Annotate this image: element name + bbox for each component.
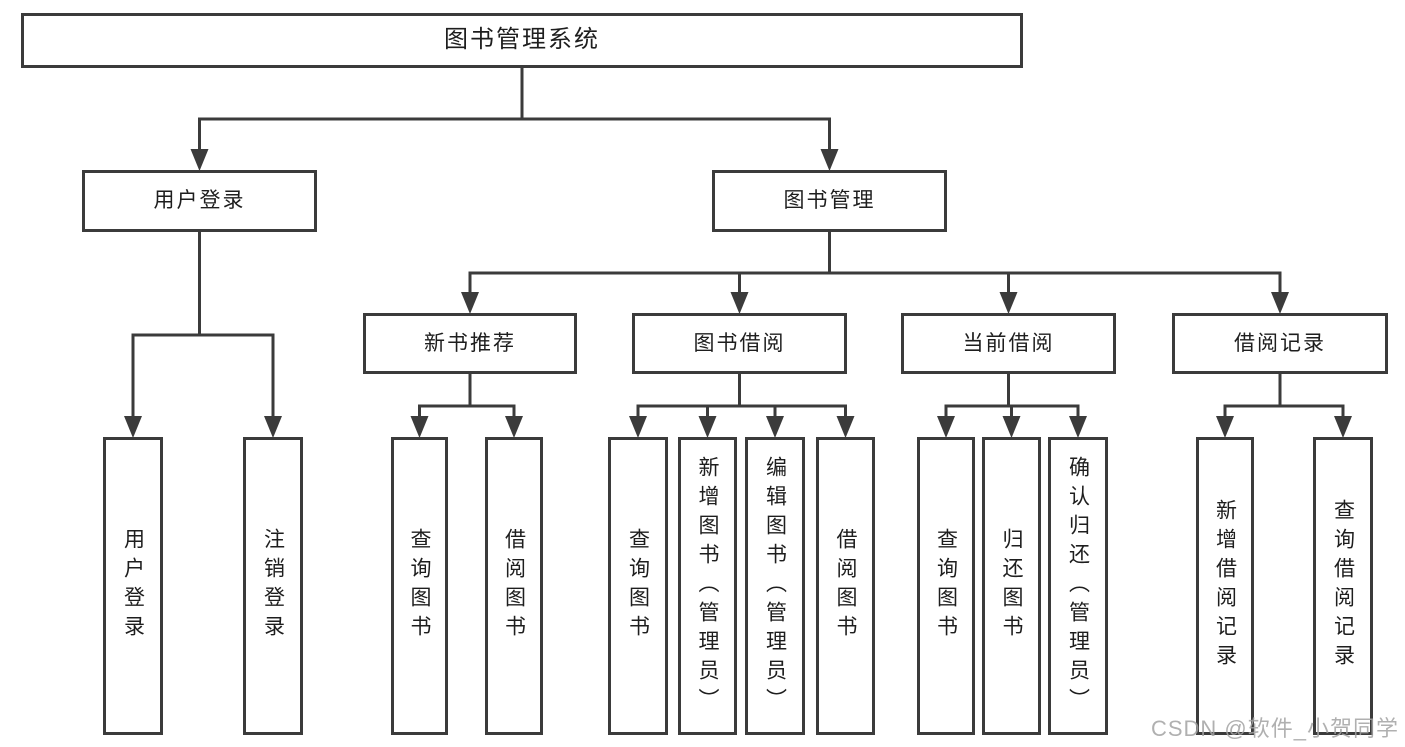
watermark: CSDN @软件_小贺同学: [1150, 716, 1399, 741]
node-label: 查询图书: [626, 528, 650, 644]
arrowhead-icon: [1216, 416, 1234, 438]
node-label: 查询图书: [934, 528, 958, 644]
arrowhead-icon: [264, 416, 282, 438]
node-label: 新增借阅记录: [1213, 499, 1237, 673]
edge-user-login: [124, 230, 282, 438]
arrowhead-icon: [766, 416, 784, 438]
node-leaf-br-add: 新增借阅记录: [1196, 437, 1254, 735]
arrowhead-icon: [1069, 416, 1087, 438]
node-leaf-br-query: 查询借阅记录: [1313, 437, 1373, 735]
node-leaf-logout: 注销登录: [243, 437, 303, 735]
node-label: 图书管理系统: [444, 26, 600, 54]
node-book-mgmt: 图书管理: [712, 170, 947, 232]
node-new-book: 新书推荐: [363, 313, 577, 374]
node-leaf-cb-return: 归还图书: [982, 437, 1041, 735]
arrowhead-icon: [836, 416, 855, 438]
arrowhead-icon: [190, 149, 209, 171]
node-current-borrow: 当前借阅: [901, 313, 1116, 374]
node-label: 确认归还（管理员）: [1066, 455, 1090, 717]
edge-book-borrow: [629, 372, 855, 438]
node-leaf-bb-edit: 编辑图书（管理员）: [745, 437, 805, 735]
node-leaf-nb-query: 查询图书: [391, 437, 448, 735]
edge-root: [190, 66, 839, 171]
node-user-login: 用户登录: [82, 170, 317, 232]
arrowhead-icon: [505, 416, 523, 438]
node-leaf-nb-borrow: 借阅图书: [485, 437, 543, 735]
arrowhead-icon: [820, 149, 839, 171]
node-leaf-bb-query: 查询图书: [608, 437, 668, 735]
node-label: 借阅图书: [834, 528, 857, 644]
node-label: 用户登录: [121, 528, 145, 644]
edge-book-mgmt: [461, 230, 1289, 314]
arrowhead-icon: [698, 416, 717, 438]
arrowhead-icon: [629, 416, 647, 438]
node-leaf-bb-borrow: 借阅图书: [816, 437, 875, 735]
node-label: 查询借阅记录: [1331, 499, 1355, 673]
node-book-borrow: 图书借阅: [632, 313, 847, 374]
node-label: 查询图书: [408, 528, 431, 644]
node-label: 图书管理: [783, 189, 876, 213]
node-label: 新书推荐: [424, 331, 516, 355]
arrowhead-icon: [730, 292, 749, 314]
node-leaf-cb-query: 查询图书: [917, 437, 975, 735]
node-leaf-user-login: 用户登录: [103, 437, 163, 735]
node-label: 新增图书（管理员）: [696, 455, 719, 717]
node-label: 图书借阅: [693, 331, 786, 355]
node-label: 借阅记录: [1234, 331, 1326, 355]
arrowhead-icon: [410, 416, 429, 438]
arrowhead-icon: [937, 416, 955, 438]
arrowhead-icon: [124, 416, 142, 438]
node-leaf-cb-confirm: 确认归还（管理员）: [1048, 437, 1108, 735]
node-borrow-record: 借阅记录: [1172, 313, 1388, 374]
node-label: 注销登录: [261, 528, 285, 644]
edge-borrow-record: [1216, 372, 1352, 438]
node-label: 当前借阅: [962, 331, 1055, 355]
arrowhead-icon: [999, 292, 1018, 314]
node-label: 用户登录: [153, 189, 246, 213]
arrowhead-icon: [461, 292, 479, 314]
edge-new-book: [410, 372, 523, 438]
arrowhead-icon: [1334, 416, 1352, 438]
arrowhead-icon: [1002, 416, 1021, 438]
arrowhead-icon: [1271, 292, 1289, 314]
node-label: 借阅图书: [502, 528, 526, 644]
node-label: 编辑图书（管理员）: [763, 455, 787, 717]
node-label: 归还图书: [1000, 528, 1023, 644]
edge-current-borrow: [937, 372, 1087, 438]
node-leaf-bb-add: 新增图书（管理员）: [678, 437, 737, 735]
node-root: 图书管理系统: [21, 13, 1023, 68]
